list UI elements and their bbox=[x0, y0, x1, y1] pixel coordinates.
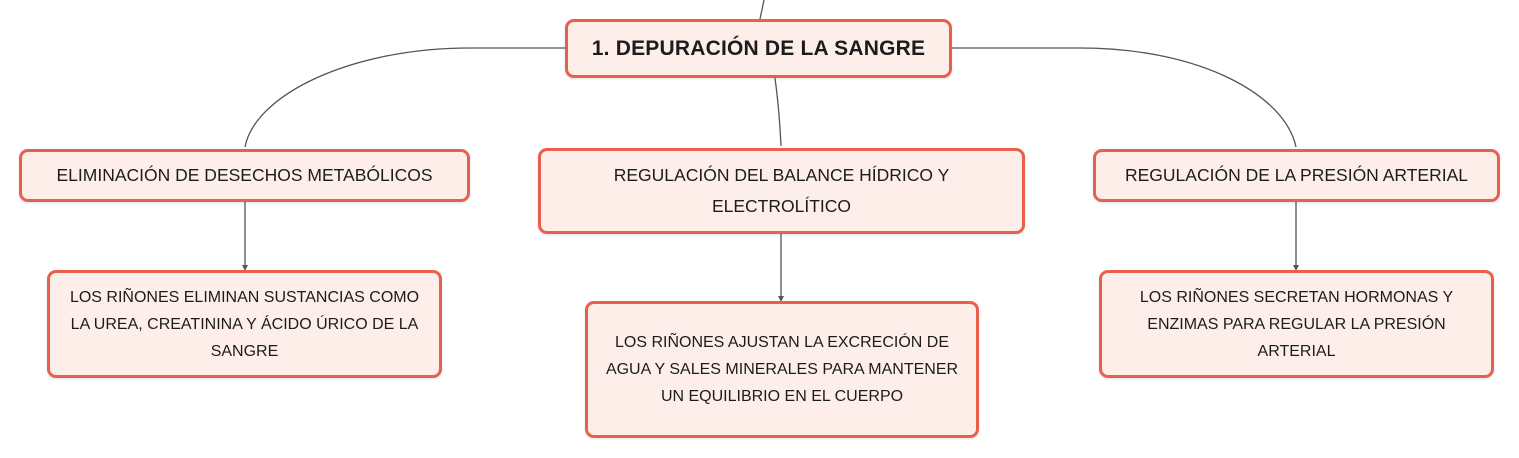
detail-topic-presion-arterial[interactable]: LOS RIÑONES SECRETAN HORMONAS Y ENZIMAS … bbox=[1099, 270, 1494, 378]
branch-topic-label: REGULACIÓN DEL BALANCE HÍDRICO Y ELECTRO… bbox=[613, 165, 950, 216]
branch-topic-desechos-metabolicos[interactable]: ELIMINACIÓN DE DESECHOS METABÓLICOS bbox=[19, 149, 470, 202]
root-topic-node[interactable]: 1. DEPURACIÓN DE LA SANGRE bbox=[565, 19, 952, 78]
branch-topic-label: ELIMINACIÓN DE DESECHOS METABÓLICOS bbox=[56, 165, 433, 185]
detail-topic-desechos-metabolicos[interactable]: LOS RIÑONES ELIMINAN SUSTANCIAS COMO LA … bbox=[47, 270, 442, 378]
detail-topic-balance-hidrico[interactable]: LOS RIÑONES AJUSTAN LA EXCRECIÓN DE AGUA… bbox=[585, 301, 979, 438]
detail-topic-text: LOS RIÑONES ELIMINAN SUSTANCIAS COMO LA … bbox=[69, 288, 420, 360]
connector-incoming bbox=[759, 0, 765, 20]
branch-topic-label: REGULACIÓN DE LA PRESIÓN ARTERIAL bbox=[1125, 165, 1468, 185]
connector-root-to-branch-3 bbox=[952, 47, 1297, 148]
connector-root-to-branch-2 bbox=[774, 77, 782, 147]
detail-topic-text: LOS RIÑONES AJUSTAN LA EXCRECIÓN DE AGUA… bbox=[605, 334, 959, 405]
connector-root-to-branch-1 bbox=[244, 47, 565, 148]
root-topic-label: 1. DEPURACIÓN DE LA SANGRE bbox=[591, 36, 926, 60]
branch-topic-balance-hidrico[interactable]: REGULACIÓN DEL BALANCE HÍDRICO Y ELECTRO… bbox=[538, 148, 1025, 234]
branch-topic-presion-arterial[interactable]: REGULACIÓN DE LA PRESIÓN ARTERIAL bbox=[1093, 149, 1500, 202]
detail-topic-text: LOS RIÑONES SECRETAN HORMONAS Y ENZIMAS … bbox=[1139, 288, 1454, 360]
